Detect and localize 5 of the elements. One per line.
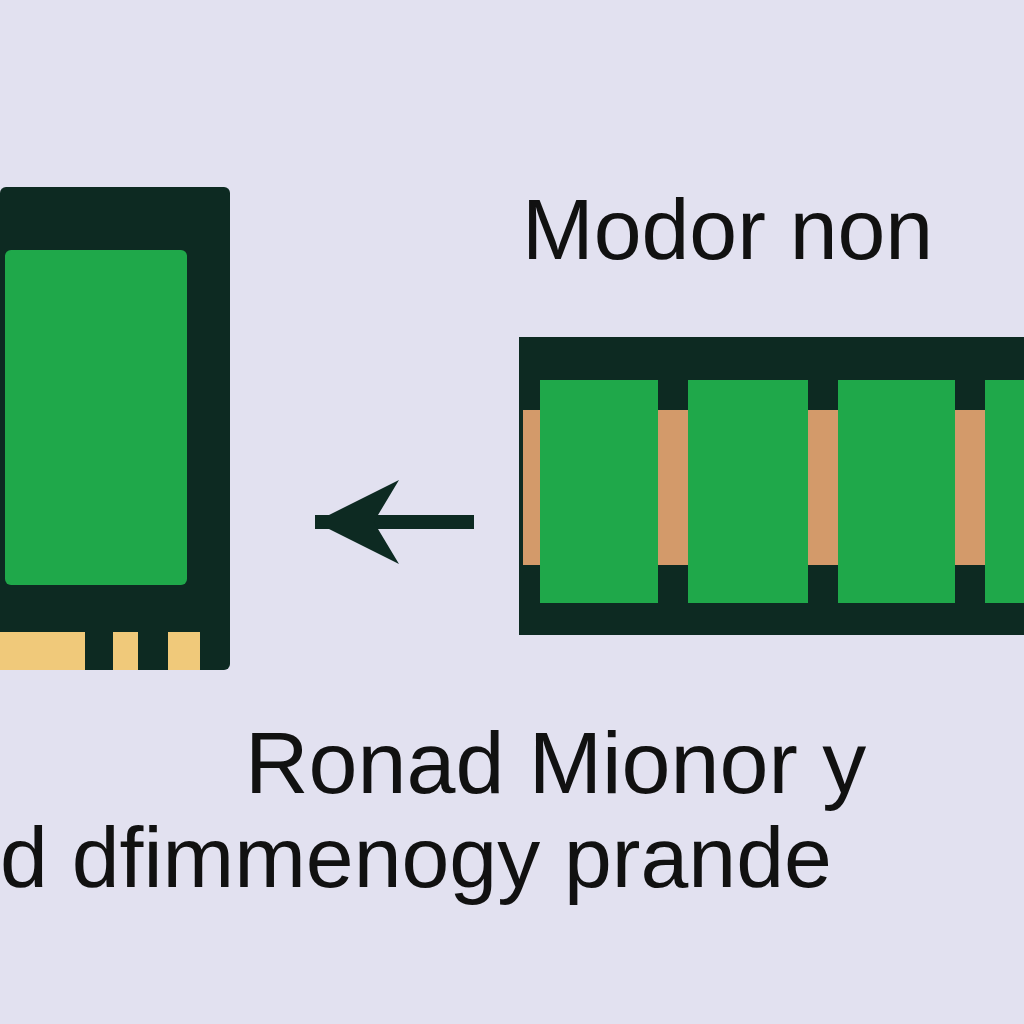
memory-chip-drawing xyxy=(0,187,230,670)
arrow xyxy=(315,480,474,564)
caption-text: Ronad Mionor y xyxy=(245,712,867,814)
memory-module-drawing xyxy=(519,337,1024,635)
heading: Modor non xyxy=(522,180,934,279)
